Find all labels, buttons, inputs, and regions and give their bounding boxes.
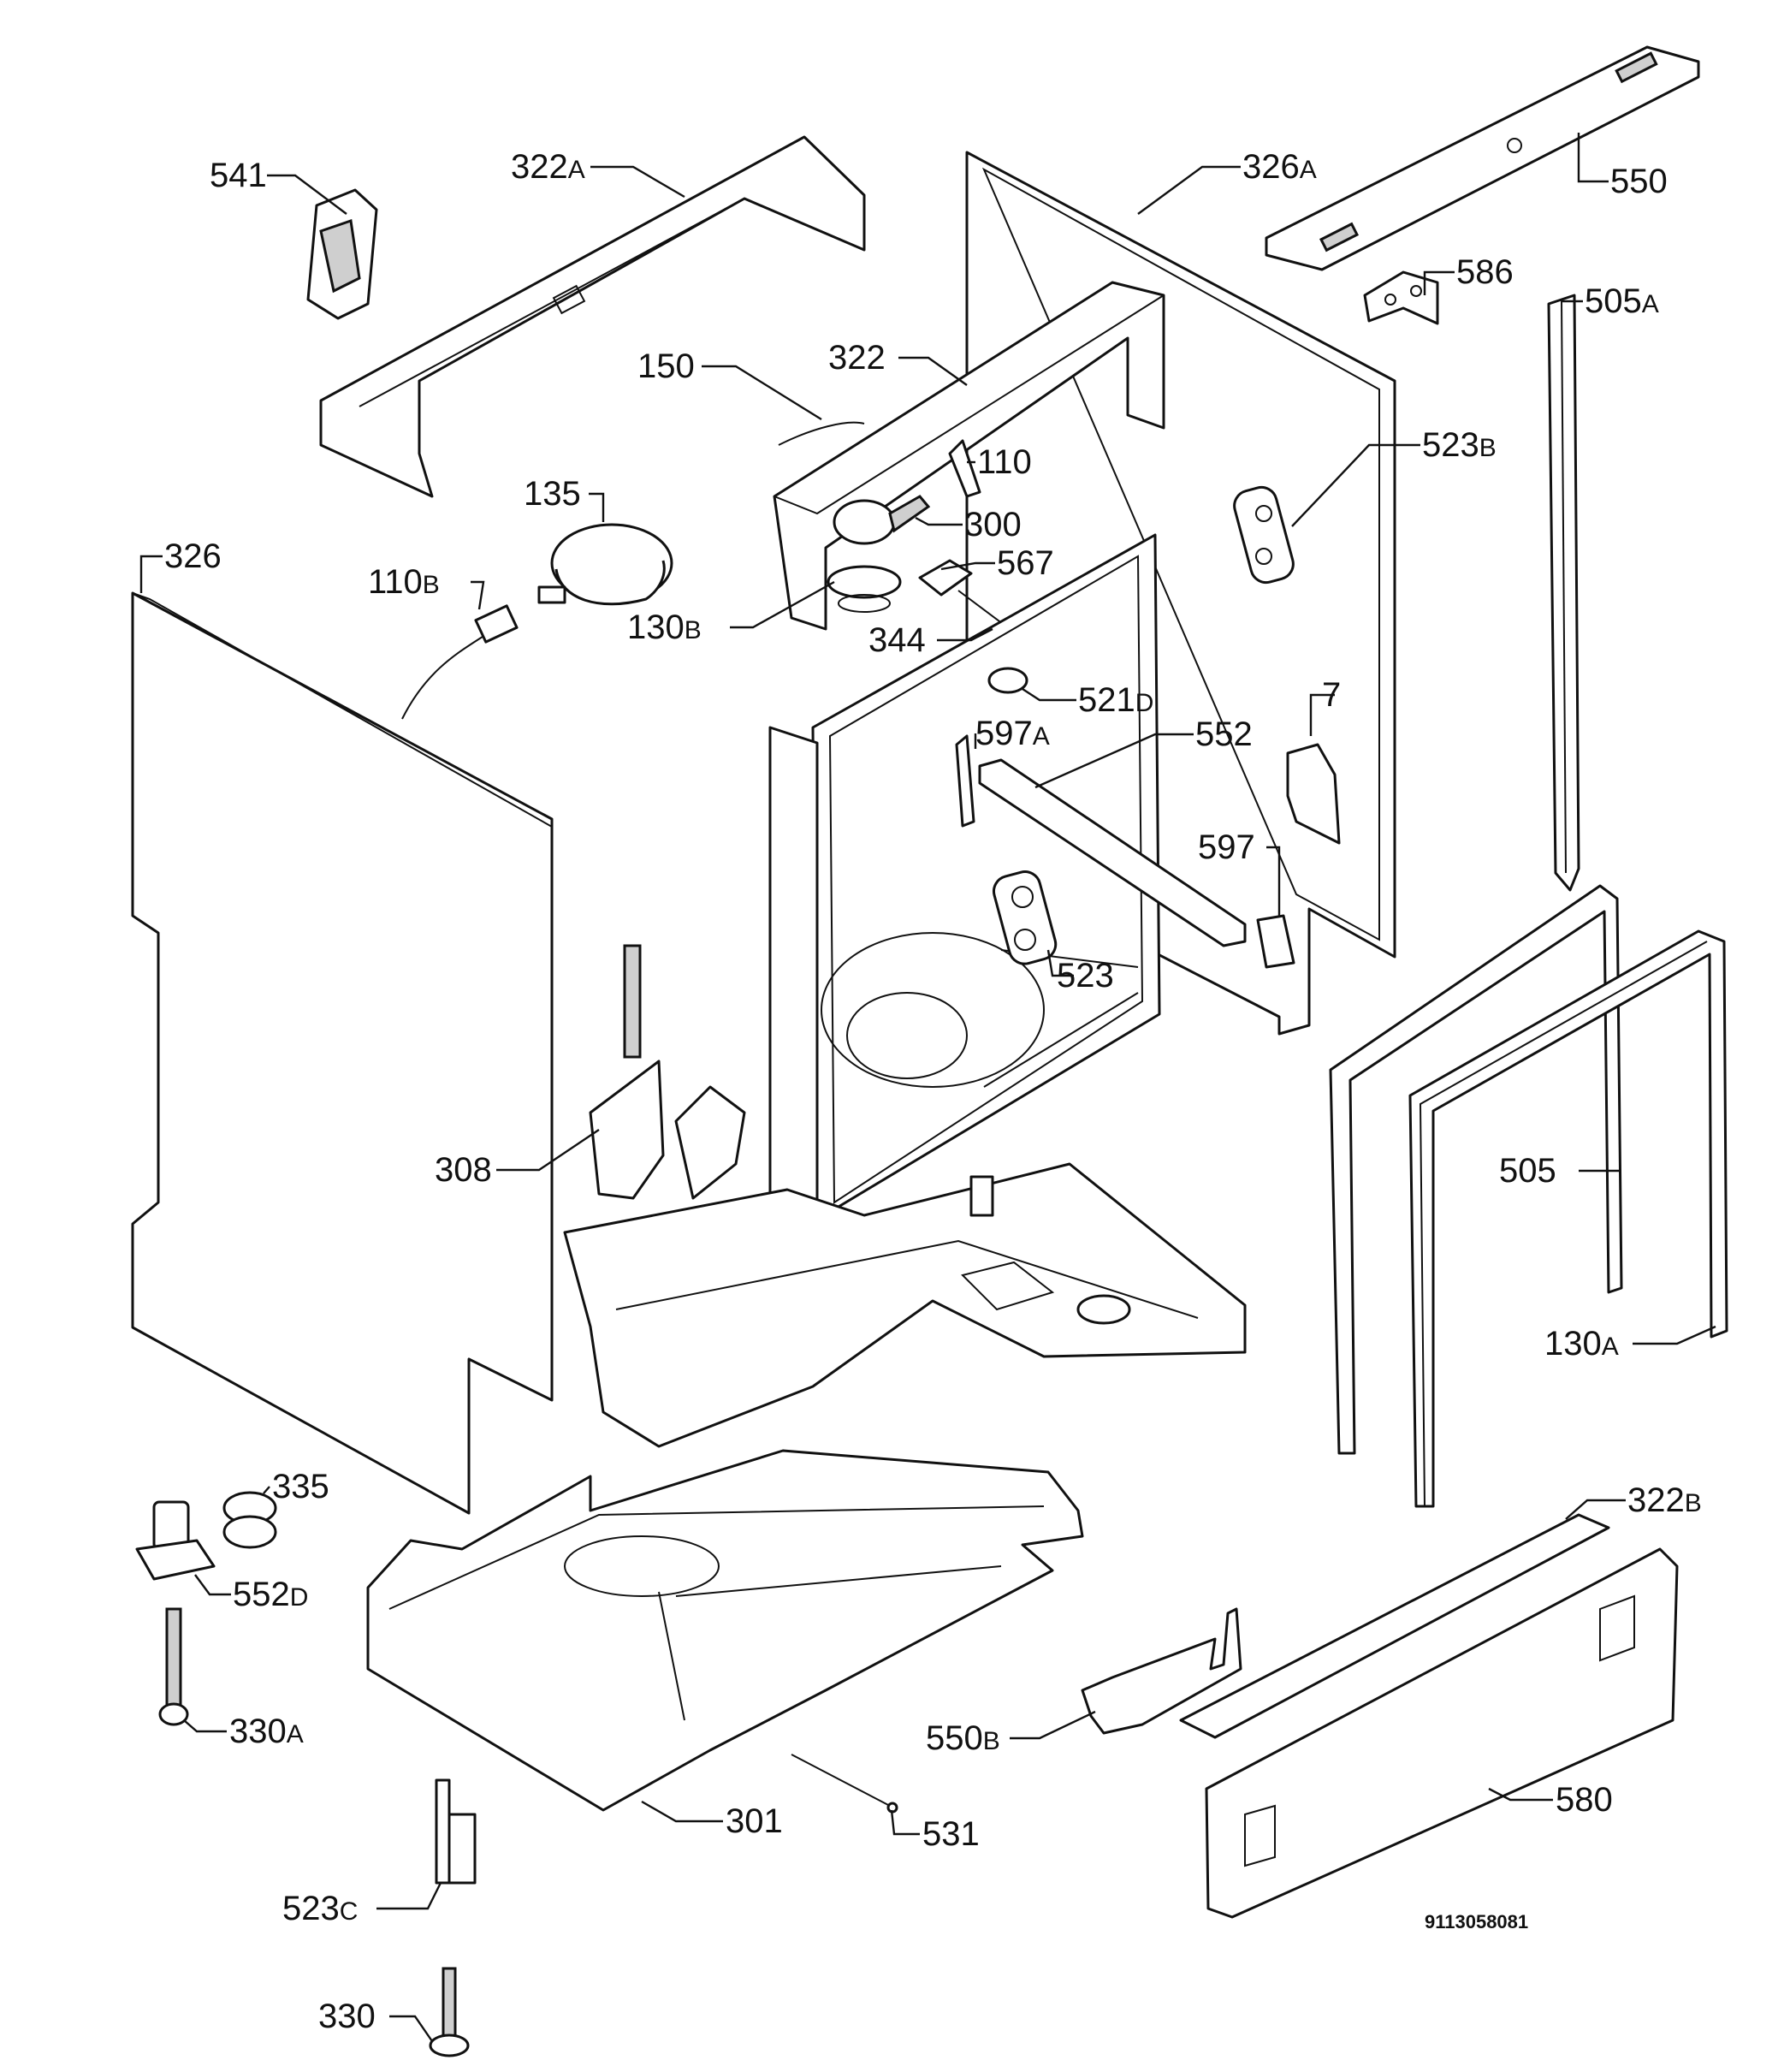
- callout-550: 550: [1610, 163, 1668, 200]
- part-541-clip: [306, 188, 378, 320]
- callout-110b: 110B: [368, 563, 440, 601]
- callout-labels: 541 322A 326A 550 586 505A 150 322 110 1…: [164, 148, 1702, 2035]
- callout-135: 135: [524, 475, 581, 513]
- part-550b-bracket: [1081, 1607, 1242, 1735]
- part-308-door-lock: [589, 944, 746, 1200]
- callout-541: 541: [210, 157, 267, 194]
- callout-597: 597: [1198, 828, 1255, 866]
- callout-505a: 505A: [1585, 282, 1659, 320]
- callout-505: 505: [1499, 1152, 1556, 1190]
- callout-523c: 523C: [282, 1890, 358, 1927]
- callout-344: 344: [868, 621, 926, 659]
- part-150: [778, 421, 865, 446]
- callout-150: 150: [637, 347, 695, 385]
- callout-335: 335: [272, 1468, 329, 1505]
- callout-550b: 550B: [926, 1719, 1000, 1757]
- part-base-frame: [563, 1162, 1247, 1448]
- part-110-hose: [948, 439, 981, 498]
- callout-531: 531: [922, 1815, 980, 1853]
- callout-552: 552: [1195, 715, 1253, 753]
- callout-130a: 130A: [1544, 1325, 1619, 1363]
- callout-322: 322: [828, 339, 886, 377]
- part-550-top-rail: [1265, 45, 1700, 271]
- part-335-gear: [222, 1491, 277, 1549]
- callout-322a: 322A: [511, 148, 585, 186]
- part-597-clip: [1256, 914, 1295, 969]
- drawing-code: 9113058081: [1425, 1911, 1528, 1932]
- part-326-side-panel: [131, 591, 554, 1515]
- part-523c-bracket: [435, 1778, 477, 1885]
- part-322b-profile: [1179, 1513, 1610, 1739]
- part-301-base-pan: [366, 1449, 1084, 1812]
- part-552-channel: [978, 758, 1247, 947]
- callout-586: 586: [1456, 253, 1514, 291]
- callout-300: 300: [964, 506, 1022, 543]
- part-521d-grommet: [987, 667, 1028, 694]
- callout-326a: 326A: [1242, 148, 1317, 186]
- part-531-rod: [791, 1754, 898, 1814]
- callout-301: 301: [726, 1802, 783, 1840]
- callout-523b: 523B: [1422, 426, 1497, 464]
- part-597a-clip: [955, 734, 975, 828]
- part-505a-seal-strip: [1547, 294, 1580, 892]
- callout-7: 7: [1322, 676, 1341, 714]
- callout-110: 110: [977, 443, 1032, 481]
- callout-326: 326: [164, 537, 222, 575]
- callout-130b: 130B: [627, 609, 702, 646]
- callout-567: 567: [997, 544, 1054, 582]
- part-552d-actuator: [135, 1500, 216, 1581]
- part-580-plinth: [1205, 1547, 1679, 1919]
- callout-580: 580: [1556, 1781, 1613, 1819]
- callout-523: 523: [1057, 957, 1114, 994]
- part-130b-ring: [827, 565, 902, 613]
- part-130a-gasket: [1408, 929, 1728, 1508]
- part-330a-screw: [158, 1607, 189, 1726]
- part-322-top-frame: [773, 281, 1165, 631]
- callout-330a: 330A: [229, 1713, 304, 1750]
- part-586-bracket: [1363, 270, 1439, 325]
- part-330-screw: [429, 1967, 470, 2057]
- part-110b-hose: [401, 604, 519, 720]
- part-7-hinge: [1286, 743, 1341, 845]
- callout-597a: 597A: [975, 715, 1050, 752]
- callout-322b: 322B: [1627, 1481, 1702, 1519]
- part-567-clip: [918, 559, 973, 597]
- callout-521d: 521D: [1078, 681, 1153, 719]
- callout-552d: 552D: [233, 1576, 308, 1613]
- part-322a-top-profile: [319, 135, 866, 498]
- part-505-door-seal: [1329, 884, 1623, 1455]
- part-135-salt-container: [537, 523, 673, 606]
- part-tub: [768, 533, 1161, 1221]
- callout-308: 308: [435, 1151, 492, 1189]
- part-300-valve: [833, 495, 931, 545]
- callout-330: 330: [318, 1998, 376, 2035]
- part-523-grommet: [993, 870, 1058, 965]
- part-523b-grommet: [1233, 485, 1295, 585]
- leader-lines: [139, 133, 1716, 2042]
